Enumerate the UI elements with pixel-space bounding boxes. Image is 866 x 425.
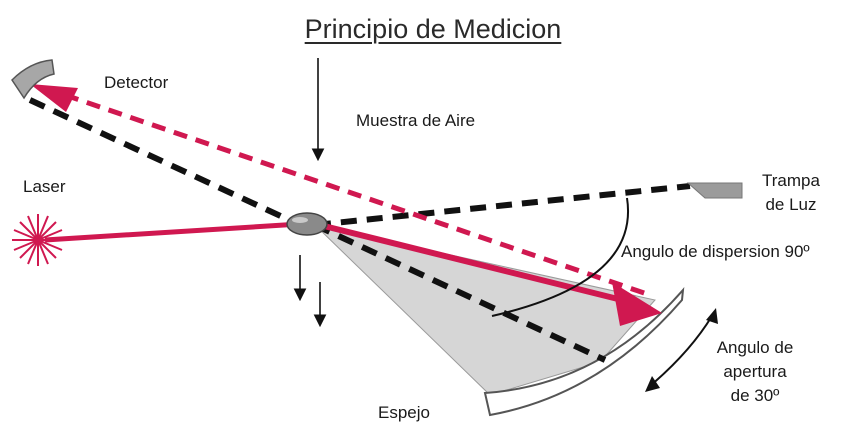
dark-dashed-path-to-detector	[28, 97, 302, 228]
dark-dashed-path-to-mirror-lower	[313, 222, 607, 363]
particle-highlight	[292, 217, 308, 223]
red-dashed-scatter-path	[64, 92, 651, 298]
detector-plate-icon	[11, 59, 55, 100]
aperture-label-line1: Angulo de	[716, 338, 794, 357]
laser-starburst-icon	[12, 214, 64, 266]
scatter-angle-label: Angulo de dispersion 90º	[621, 242, 810, 261]
laser-label: Laser	[23, 177, 66, 196]
detector-arrowhead	[30, 84, 78, 112]
scattered-red-beam	[319, 222, 631, 305]
mirror-label: Espejo	[378, 403, 430, 422]
light-trap-label-line2: de Luz	[765, 195, 817, 214]
air-sample-label: Muestra de Aire	[356, 111, 476, 130]
detector-label: Detector	[104, 73, 169, 92]
light-trap-label-line1: Trampa	[762, 171, 820, 190]
scatter-angle-arc	[491, 197, 630, 317]
particle-ellipse-icon	[286, 212, 328, 236]
aperture-label-line3: de 30º	[730, 386, 780, 405]
page-title: Principio de Medicion	[304, 14, 562, 44]
aperture-label-line2: apertura	[723, 362, 787, 381]
aperture-double-arrow	[645, 308, 718, 392]
mirror-icon	[483, 286, 685, 417]
scattered-beam-arrowhead	[612, 282, 662, 326]
light-trap-wedge-icon	[686, 182, 743, 199]
dark-dashed-path-to-light-trap	[314, 183, 691, 228]
laser-beam	[44, 221, 301, 243]
